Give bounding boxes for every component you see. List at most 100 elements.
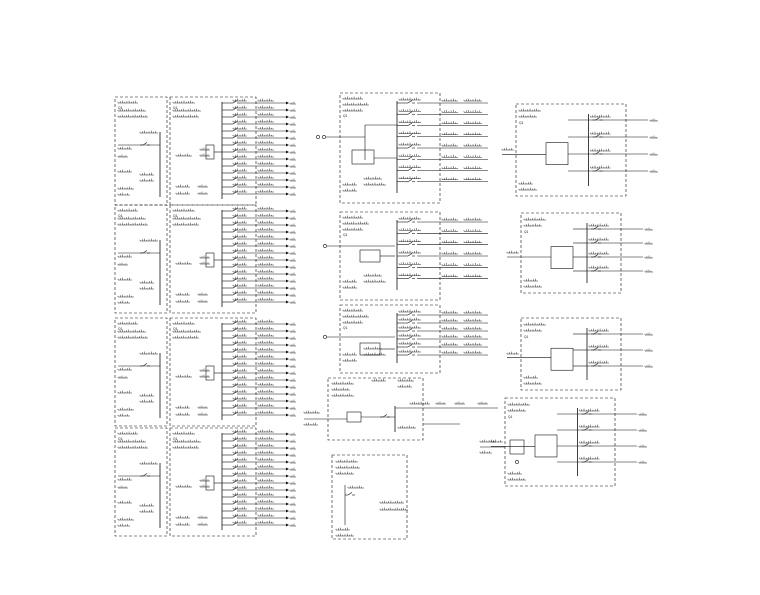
transformer-device: [346, 411, 362, 423]
annotation-mark: [257, 290, 274, 294]
annotation-mark: [257, 389, 274, 393]
annotation-mark: [117, 294, 134, 298]
annotation-mark: [342, 314, 369, 318]
switch-blade: [407, 328, 413, 332]
annotation-mark: [197, 292, 208, 296]
annotation-mark: [289, 357, 296, 361]
switch-blade: [407, 312, 413, 316]
outgoing-arrow: [286, 336, 289, 340]
annotation-mark: [342, 320, 363, 324]
annotation-mark: [441, 98, 458, 102]
outgoing-arrow: [286, 143, 289, 147]
annotation-mark: [579, 456, 600, 460]
annotation-mark: [199, 147, 210, 151]
annotation-mark: [342, 308, 363, 312]
outgoing-arrow: [286, 136, 289, 140]
annotation-mark: [588, 237, 609, 241]
outgoing-arrow: [286, 150, 289, 154]
annotation-mark: [257, 520, 274, 524]
switch-blade: [382, 414, 388, 418]
annotation-mark: [588, 223, 609, 227]
outgoing-arrow: [286, 460, 289, 464]
outgoing-arrow: [286, 209, 289, 213]
annotation-mark: [232, 227, 247, 231]
annotation-mark: [289, 406, 296, 410]
annotation-mark: [398, 131, 421, 134]
annotation-mark: [117, 477, 132, 481]
annotation-mark: [523, 322, 546, 326]
annotation-mark: [289, 509, 296, 513]
outgoing-arrow: [286, 516, 289, 520]
annotation-mark: [117, 367, 132, 371]
annotation-mark: [644, 227, 653, 231]
annotation-mark: [257, 457, 274, 461]
annotation-mark: [649, 169, 658, 173]
annotation-mark: [501, 147, 514, 151]
annotation-mark: [139, 286, 154, 290]
annotation-mark: [289, 101, 296, 105]
annotation-mark: [139, 280, 154, 284]
outgoing-arrow: [286, 343, 289, 347]
annotation-mark: [257, 126, 274, 130]
breaker-label: Q1: [173, 437, 178, 441]
annotation-mark: [199, 368, 210, 372]
annotation-mark: [441, 240, 458, 243]
switch-blade: [407, 122, 413, 126]
annotation-mark: [175, 153, 192, 157]
annotation-mark: [398, 309, 421, 313]
annotation-mark: [289, 293, 296, 297]
annotation-mark: [289, 157, 296, 161]
annotation-mark: [463, 318, 482, 322]
outgoing-arrow: [286, 300, 289, 304]
annotation-mark: [232, 283, 247, 287]
annotation-mark: [232, 520, 247, 524]
annotation-mark: [257, 478, 274, 482]
annotation-mark: [257, 410, 274, 414]
annotation-mark: [232, 436, 247, 440]
annotation-mark: [232, 368, 247, 372]
outgoing-arrow: [286, 178, 289, 182]
annotation-mark: [588, 344, 609, 348]
annotation-mark: [117, 390, 132, 394]
breaker-label: Q1: [118, 214, 123, 218]
annotation-mark: [347, 485, 364, 489]
annotation-mark: [139, 351, 158, 355]
breaker-label: Q1: [343, 326, 348, 330]
annotation-mark: [117, 254, 132, 258]
annotation-mark: [289, 122, 296, 126]
outgoing-arrow: [286, 164, 289, 168]
annotation-mark: [175, 299, 190, 303]
annotation-mark: [172, 114, 199, 118]
control-relay: [534, 434, 558, 458]
annotation-mark: [117, 208, 138, 212]
annotation-mark: [172, 431, 195, 435]
annotation-mark: [232, 241, 247, 245]
annotation-mark: [232, 220, 247, 224]
annotation-mark: [257, 189, 274, 193]
annotation-mark: [398, 227, 421, 231]
annotation-mark: [463, 166, 482, 169]
outgoing-arrow: [286, 115, 289, 119]
annotation-mark: [117, 114, 148, 118]
switch-blade: [407, 344, 413, 348]
annotation-mark: [289, 439, 296, 443]
annotation-mark: [257, 450, 274, 454]
annotation-mark: [398, 325, 421, 329]
annotation-mark: [257, 403, 274, 407]
switch-blade: [593, 331, 599, 335]
outgoing-arrow: [286, 185, 289, 189]
annotation-mark: [289, 336, 296, 340]
outgoing-arrow: [286, 399, 289, 403]
annotation-mark: [523, 217, 546, 221]
annotation-mark: [197, 191, 208, 195]
breaker-label: Q1: [508, 415, 513, 419]
bottom-feeder: [479, 439, 525, 464]
switch-blade: [407, 167, 413, 171]
metering-device: [359, 249, 381, 263]
annotation-mark: [257, 354, 274, 358]
annotation-mark: [289, 495, 296, 499]
annotation-mark: [441, 132, 458, 135]
switch-blade: [407, 320, 413, 324]
